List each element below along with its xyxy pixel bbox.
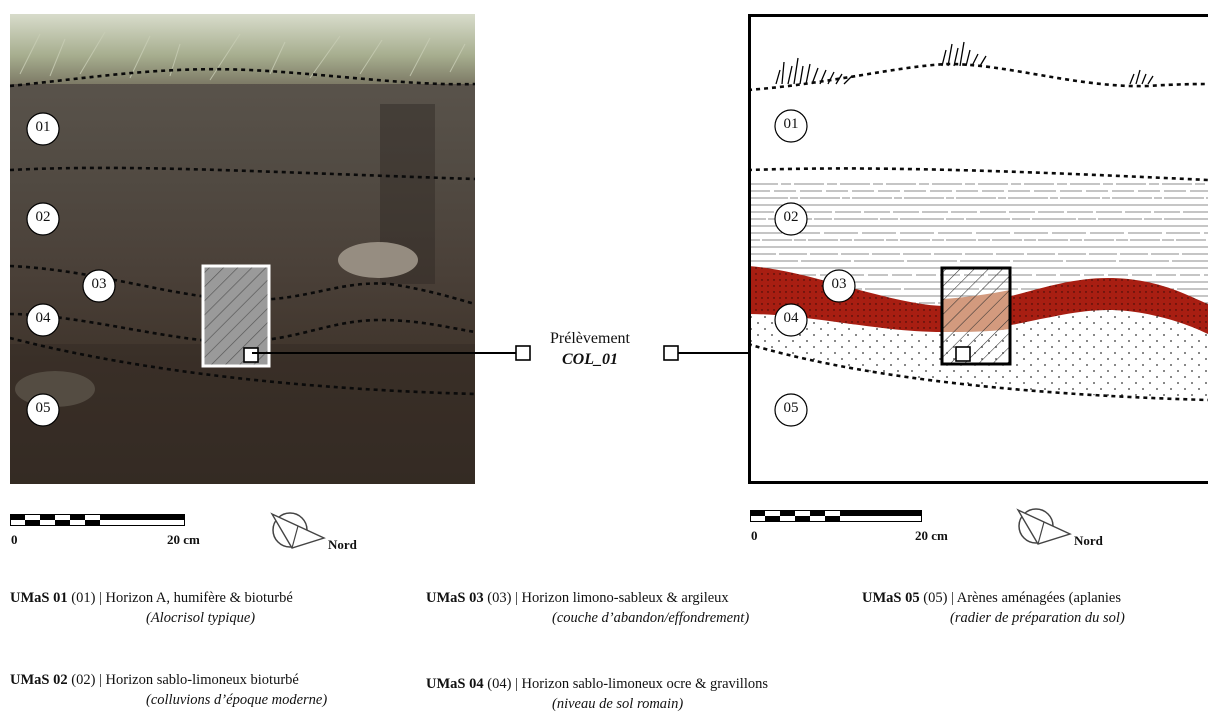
legend-ref: (02) <box>71 672 96 688</box>
scale-end: 20 cm <box>167 532 200 547</box>
layer-label: 04 <box>35 310 51 326</box>
legend-code: UMaS 03 <box>426 590 484 606</box>
layer-label: 02 <box>35 209 51 225</box>
legend-entry: UMaS 02 (02) | Horizon sablo-limoneux bi… <box>10 671 327 708</box>
layer-05-fill <box>748 344 1208 484</box>
layer-markers <box>774 109 856 427</box>
sample-marker <box>955 346 971 362</box>
layer-label: 01 <box>783 116 799 132</box>
legend-desc: | Horizon sablo-limoneux bioturbé <box>99 672 299 688</box>
grass-tufts <box>775 41 1154 85</box>
layer-label: 03 <box>831 276 847 292</box>
scale-bar <box>750 510 922 522</box>
layer-markers <box>26 112 116 427</box>
sample-zone <box>940 266 1012 366</box>
sample-code: COL_01 <box>562 351 618 368</box>
layer-boundaries <box>10 67 475 396</box>
layer-boundaries <box>748 62 1208 402</box>
sample-label: Prélèvement <box>550 330 630 347</box>
legend-desc: | Arènes aménagées (aplanies <box>951 590 1122 606</box>
legend-desc: | Horizon A, humifère & bioturbé <box>99 590 293 606</box>
layer-label: 03 <box>91 276 107 292</box>
north-arrow-icon <box>1016 508 1072 545</box>
scale-start: 0 <box>751 528 758 543</box>
layer-label: 05 <box>35 400 51 416</box>
legend-ref: (03) <box>487 590 512 606</box>
schematic-panel <box>748 14 1208 484</box>
grass-strokes <box>19 31 466 81</box>
layer-label: 04 <box>783 310 799 326</box>
layer-label: 01 <box>35 119 51 135</box>
legend-code: UMaS 04 <box>426 676 484 692</box>
layer-03-band <box>748 266 1208 334</box>
legend-entry: UMaS 01 (01) | Horizon A, humifère & bio… <box>10 589 293 626</box>
legend-sub: (Alocrisol typique) <box>146 610 256 626</box>
scale-bar <box>10 514 185 526</box>
legend-code: UMaS 02 <box>10 672 68 688</box>
layer-label: 05 <box>783 400 799 416</box>
legend-desc: | Horizon limono-sableux & argileux <box>515 590 729 606</box>
legend-desc: | Horizon sablo-limoneux ocre & gravillo… <box>515 676 769 692</box>
north-label: Nord <box>1074 533 1103 548</box>
stone <box>338 242 418 278</box>
legend-ref: (04) <box>487 676 512 692</box>
north-label: Nord <box>328 537 357 552</box>
legend-ref: (01) <box>71 590 96 606</box>
legend-sub: (radier de préparation du sol) <box>950 610 1125 626</box>
legend-sub: (niveau de sol romain) <box>552 696 684 712</box>
legend-sub: (colluvions d’époque moderne) <box>146 692 328 708</box>
schematic-frame <box>748 14 1208 484</box>
scale-end: 20 cm <box>915 528 948 543</box>
legend-entry: UMaS 04 (04) | Horizon sablo-limoneux oc… <box>426 675 769 712</box>
legend-code: UMaS 01 <box>10 590 68 606</box>
legend-ref: (05) <box>923 590 948 606</box>
legend-code: UMaS 05 <box>862 590 920 606</box>
legend-entry: UMaS 03 (03) | Horizon limono-sableux & … <box>426 589 749 626</box>
photo-panel <box>10 14 475 484</box>
grass-surface <box>10 14 475 84</box>
sample-marker <box>243 347 259 363</box>
north-arrow-icon <box>270 512 326 549</box>
legend-entry: UMaS 05 (05) | Arènes aménagées (aplanie… <box>862 589 1125 626</box>
scale-start: 0 <box>11 532 18 547</box>
layer-label: 02 <box>783 209 799 225</box>
legend-sub: (couche d’abandon/effondrement) <box>552 610 750 626</box>
sample-zone <box>201 264 271 368</box>
